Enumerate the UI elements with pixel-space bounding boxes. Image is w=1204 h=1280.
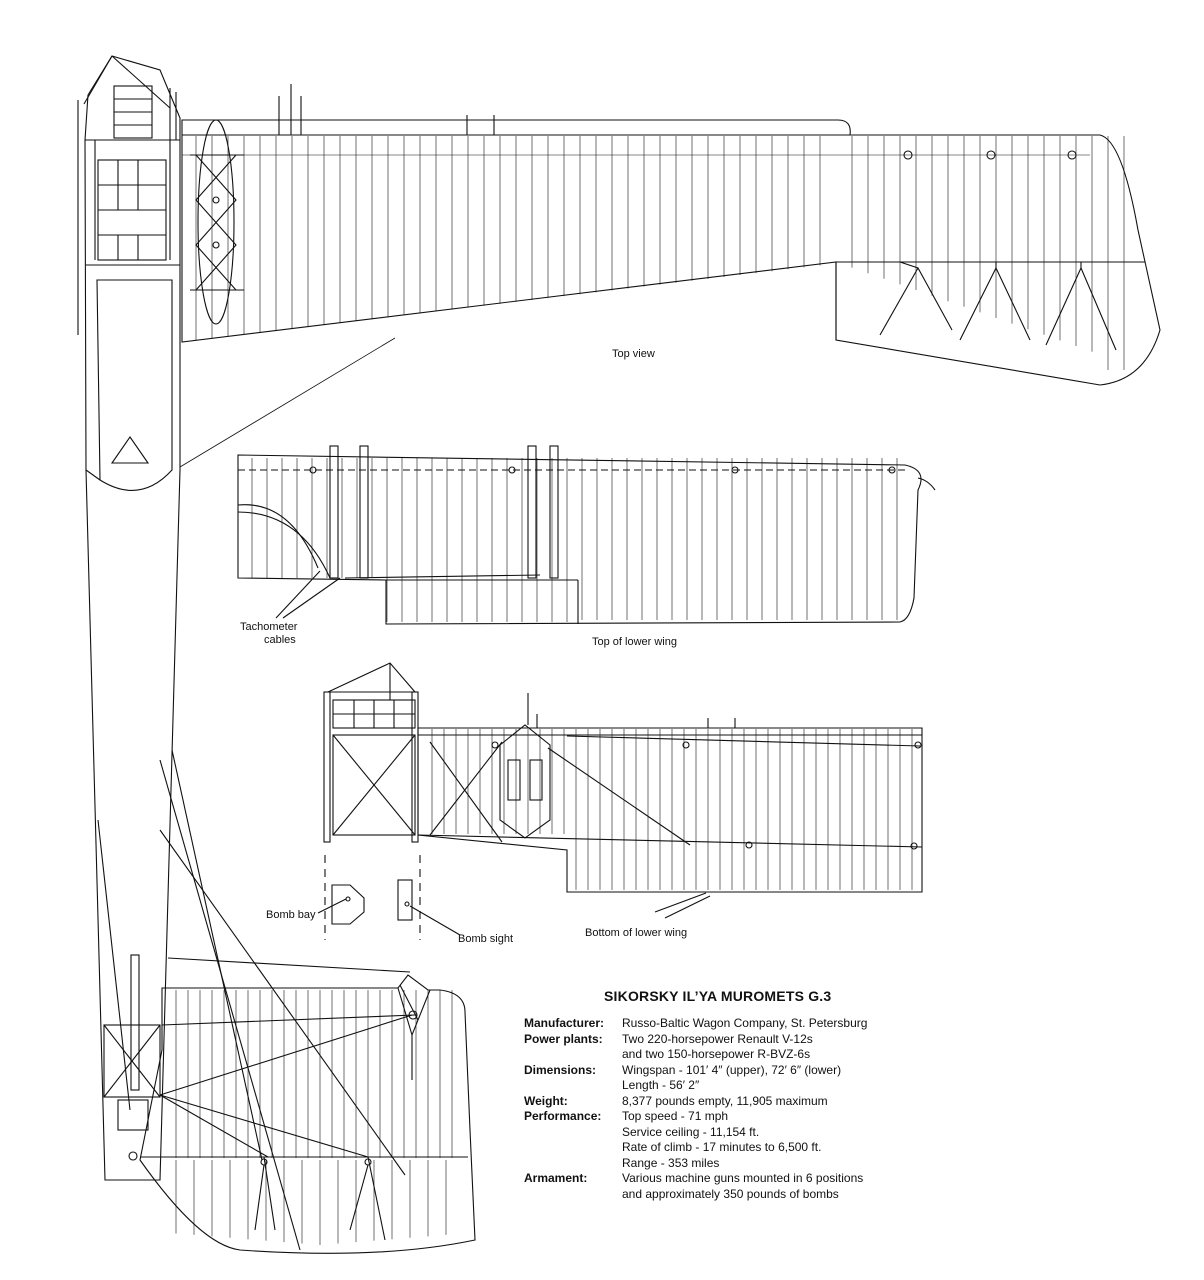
spec-label: Dimensions: xyxy=(524,1062,597,1077)
spec-value-line: Russo-Baltic Wagon Company, St. Petersbu… xyxy=(622,1016,868,1030)
spec-row: Power plants: Two 220-horsepower Renault … xyxy=(524,1032,867,1063)
lower-wing-bottom xyxy=(317,662,923,940)
spec-values: Wingspan - 101′ 4″ (upper), 72′ 6″ (lowe… xyxy=(622,1063,841,1094)
spec-row: Manufacturer: Russo-Baltic Wagon Company,… xyxy=(524,1016,867,1032)
lower-wing-bottom-ribs xyxy=(431,729,913,890)
tachometer-cables-label-line2: cables xyxy=(264,634,296,646)
spec-value-line: Various machine guns mounted in 6 positi… xyxy=(622,1171,864,1185)
spec-row: Armament: Various machine guns mounted in… xyxy=(524,1171,867,1202)
spec-value-line: 8,377 pounds empty, 11,905 maximum xyxy=(622,1093,828,1108)
spec-label: Manufacturer: xyxy=(524,1016,605,1030)
spec-value-line: and two 150-horsepower R-BVZ-6s xyxy=(622,1047,811,1061)
spec-row: Weight: 8,377 pounds empty, 11,905 maximu… xyxy=(524,1094,867,1110)
spec-row: Dimensions: Wingspan - 101′ 4″ (upper), 7… xyxy=(524,1063,867,1094)
spec-label: Weight: xyxy=(524,1093,568,1108)
spec-value-line: Length - 56′ 2″ xyxy=(622,1078,700,1092)
spec-values: Various machine guns mounted in 6 positi… xyxy=(622,1171,863,1202)
lower-wing-top xyxy=(237,445,936,625)
spec-label: Performance: xyxy=(524,1109,602,1123)
top-view-label: Top view xyxy=(612,348,655,360)
specification-table: Manufacturer: Russo-Baltic Wagon Company,… xyxy=(524,1016,867,1202)
spec-label: Armament: xyxy=(524,1171,588,1185)
spec-value-line: Two 220-horsepower Renault V-12s xyxy=(622,1031,813,1046)
bomb-sight-label: Bomb sight xyxy=(458,933,513,945)
upper-wing-ribs xyxy=(195,136,1125,370)
bottom-of-lower-wing-label: Bottom of lower wing xyxy=(585,927,687,939)
spec-value-line: Wingspan - 101′ 4″ (upper), 72′ 6″ (lowe… xyxy=(622,1062,842,1077)
spec-value-line: Range - 353 miles xyxy=(622,1155,720,1170)
spec-value-line: Rate of climb - 17 minutes to 6,500 ft. xyxy=(622,1140,822,1154)
spec-values: 8,377 pounds empty, 11,905 maximum xyxy=(622,1094,828,1110)
spec-value-line: Service ceiling - 11,154 ft. xyxy=(622,1124,760,1139)
tail-stabilizer xyxy=(97,749,476,1254)
tail-stabilizer-ribs xyxy=(175,990,453,1245)
spec-label: Power plants: xyxy=(524,1031,603,1046)
lower-wing-top-ribs xyxy=(251,458,898,622)
upper-engine-nacelle xyxy=(190,119,244,325)
fuselage xyxy=(77,55,181,1181)
top-of-lower-wing-label: Top of lower wing xyxy=(592,636,677,648)
upper-wing xyxy=(181,84,1161,386)
spec-value-line: and approximately 350 pounds of bombs xyxy=(622,1186,839,1201)
spec-values: Russo-Baltic Wagon Company, St. Petersbu… xyxy=(622,1016,867,1032)
tachometer-cables-label-line1: Tachometer xyxy=(240,621,298,633)
bomb-bay-label: Bomb bay xyxy=(266,909,316,921)
spec-title: SIKORSKY IL’YA MUROMETS G.3 xyxy=(604,988,832,1004)
spec-value-line: Top speed - 71 mph xyxy=(622,1109,729,1123)
